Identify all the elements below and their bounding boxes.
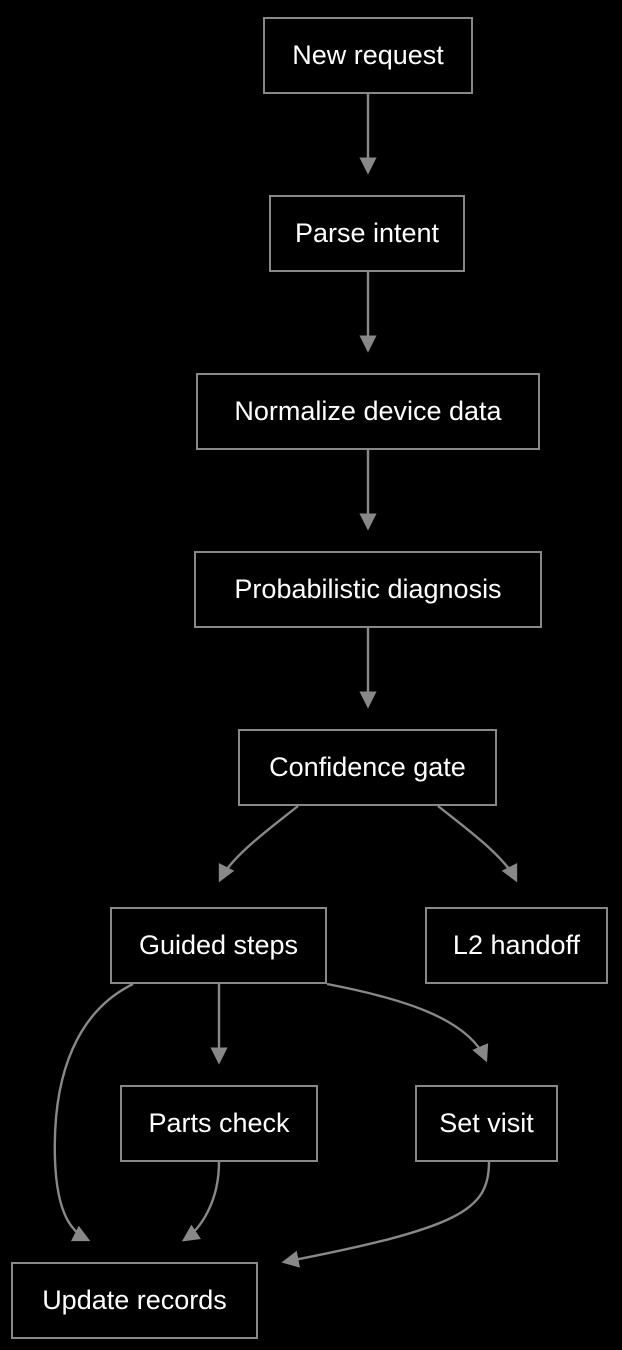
node-label: Set visit — [439, 1108, 534, 1138]
node-new-request[interactable]: New request — [263, 17, 473, 94]
edge-confidence-to-guided_steps — [218, 805, 299, 883]
node-update-records[interactable]: Update records — [11, 1262, 258, 1339]
node-label: Parse intent — [294, 218, 440, 248]
edge-confidence-to-l2_handoff — [437, 805, 518, 883]
node-guided-steps[interactable]: Guided steps — [110, 907, 327, 984]
node-l2-handoff[interactable]: L2 handoff — [425, 907, 608, 984]
edge-guided_steps-to-update_records — [53, 982, 134, 1242]
node-probabilistic-diagnosis[interactable]: Probabilistic diagnosis — [194, 551, 542, 628]
node-label: L2 handoff — [452, 930, 581, 960]
node-normalize-device-data[interactable]: Normalize device data — [196, 373, 540, 450]
node-label: Guided steps — [138, 930, 299, 960]
edge-set_visit-to-update_records — [281, 1161, 491, 1268]
node-set-visit[interactable]: Set visit — [415, 1085, 558, 1162]
node-label: Confidence gate — [269, 752, 466, 782]
node-parts-check[interactable]: Parts check — [120, 1085, 318, 1162]
node-parse-intent[interactable]: Parse intent — [269, 195, 465, 272]
node-label: Probabilistic diagnosis — [234, 574, 502, 604]
node-label: Parts check — [148, 1108, 290, 1138]
node-confidence-gate[interactable]: Confidence gate — [238, 729, 497, 806]
edge-parts_check-to-update_records — [181, 1161, 221, 1242]
node-label: Update records — [42, 1285, 227, 1315]
node-label: New request — [292, 40, 444, 70]
edge-guided_steps-to-set_visit — [326, 982, 489, 1063]
node-label: Normalize device data — [234, 396, 502, 426]
